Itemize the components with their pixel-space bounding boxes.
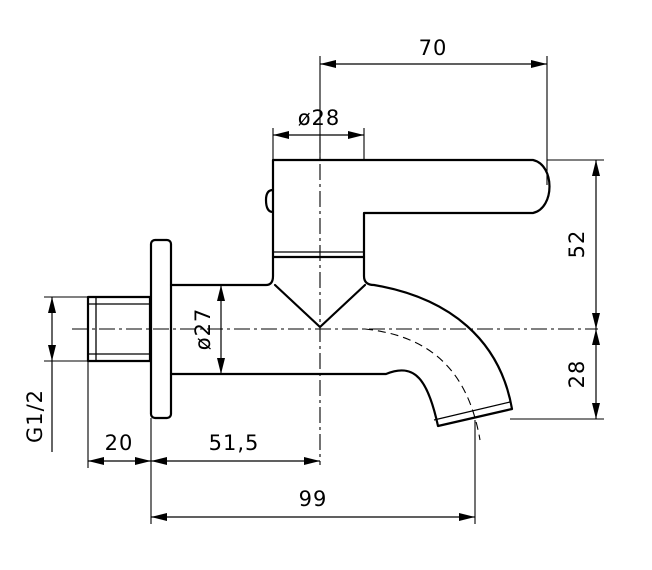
center-lines xyxy=(72,137,598,465)
label-axis-offset: 51,5 xyxy=(209,431,260,455)
dimension-labels: 70 ø28 52 28 ø27 G1/2 20 51,5 99 xyxy=(23,36,589,511)
spout-flow-path xyxy=(364,328,481,441)
extension-lines xyxy=(44,56,604,524)
label-spout-drop: 28 xyxy=(565,360,589,389)
tap-body xyxy=(169,158,551,428)
tap-outline xyxy=(86,158,551,428)
label-height-above-axis: 52 xyxy=(565,230,589,259)
label-thread-length: 20 xyxy=(105,431,134,455)
label-overall-length: 99 xyxy=(299,487,328,511)
handle-stud xyxy=(264,188,275,214)
label-thread-size: G1/2 xyxy=(23,389,47,443)
label-handle-diameter: ø28 xyxy=(298,106,341,130)
label-body-diameter: ø27 xyxy=(191,308,215,351)
label-handle-reach: 70 xyxy=(419,36,448,60)
spout-outlet-face xyxy=(433,401,511,421)
dimension-lines xyxy=(48,60,600,521)
wall-flange xyxy=(149,238,173,420)
